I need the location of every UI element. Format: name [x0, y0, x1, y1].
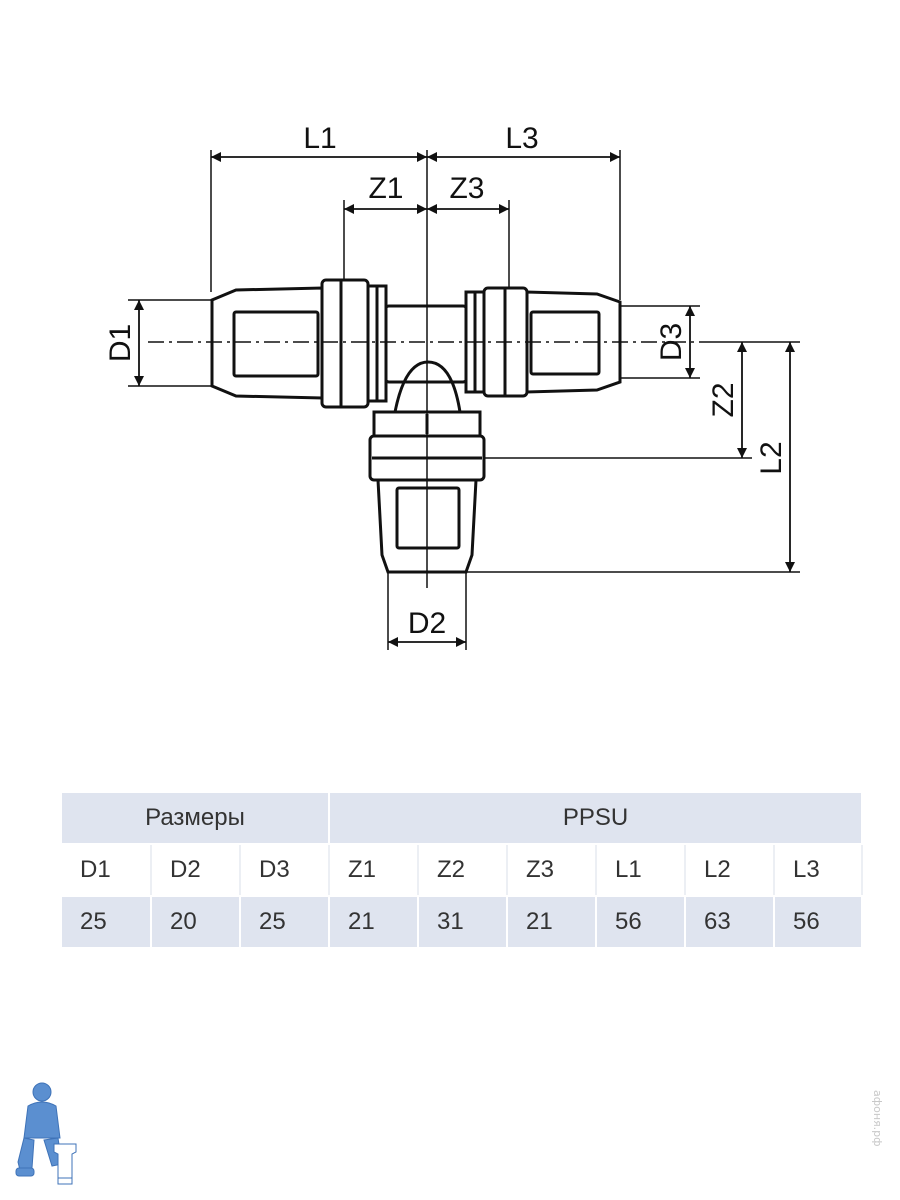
label-D2: D2 [408, 607, 446, 640]
table-cell: 21 [507, 896, 598, 949]
table-cell: 56 [774, 896, 864, 949]
bottom-nut-window [395, 486, 461, 550]
tee-fitting-drawing: L1 L3 Z1 Z3 D2 D1 D3 Z2 L2 [104, 122, 800, 650]
column-header: D1 [62, 844, 152, 897]
column-header: D2 [151, 844, 241, 897]
label-D1: D1 [104, 324, 137, 362]
table-column-header-row: D1 D2 D3 Z1 Z2 Z3 L1 L2 L3 [62, 844, 864, 897]
label-Z3: Z3 [449, 172, 484, 205]
dimension-lines [134, 152, 795, 647]
right-nut-window [529, 310, 601, 376]
column-header: D3 [240, 844, 331, 897]
column-header: Z3 [507, 844, 598, 897]
dimension-labels: L1 L3 Z1 Z3 D2 D1 D3 Z2 L2 [104, 122, 788, 640]
tee-center-body [383, 304, 469, 384]
column-header: Z2 [418, 844, 509, 897]
label-L2: L2 [755, 441, 788, 474]
label-Z2: Z2 [707, 382, 740, 417]
left-collar [320, 278, 370, 409]
table-cell: 63 [685, 896, 776, 949]
table-cell: 20 [151, 896, 241, 949]
column-header: Z1 [329, 844, 420, 897]
label-Z1: Z1 [368, 172, 403, 205]
label-L1: L1 [303, 122, 336, 155]
tee-saddle [393, 360, 462, 413]
table-cell: 21 [329, 896, 420, 949]
column-header: L2 [685, 844, 776, 897]
table-cell: 31 [418, 896, 509, 949]
table-cell: 56 [596, 896, 687, 949]
left-nut-window [232, 310, 320, 378]
column-header: L3 [774, 844, 864, 897]
plumber-logo-icon [15, 1082, 77, 1185]
column-header: L1 [596, 844, 687, 897]
group-header-dimensions: Размеры [62, 793, 331, 845]
label-L3: L3 [505, 122, 538, 155]
watermark-text: афоня.рф [871, 1090, 884, 1147]
extension-lines [128, 150, 800, 650]
label-D3: D3 [655, 323, 688, 361]
fitting-body [210, 278, 622, 574]
group-header-material: PPSU [329, 793, 864, 845]
table-cell: 25 [240, 896, 331, 949]
dimensions-table: Размеры PPSU D1 D2 D3 Z1 Z2 Z3 L1 L2 L3 … [62, 793, 864, 949]
table-row: 25 20 25 21 31 21 56 63 56 [62, 896, 864, 949]
table-cell: 25 [62, 896, 152, 949]
table-group-header-row: Размеры PPSU [62, 793, 864, 845]
